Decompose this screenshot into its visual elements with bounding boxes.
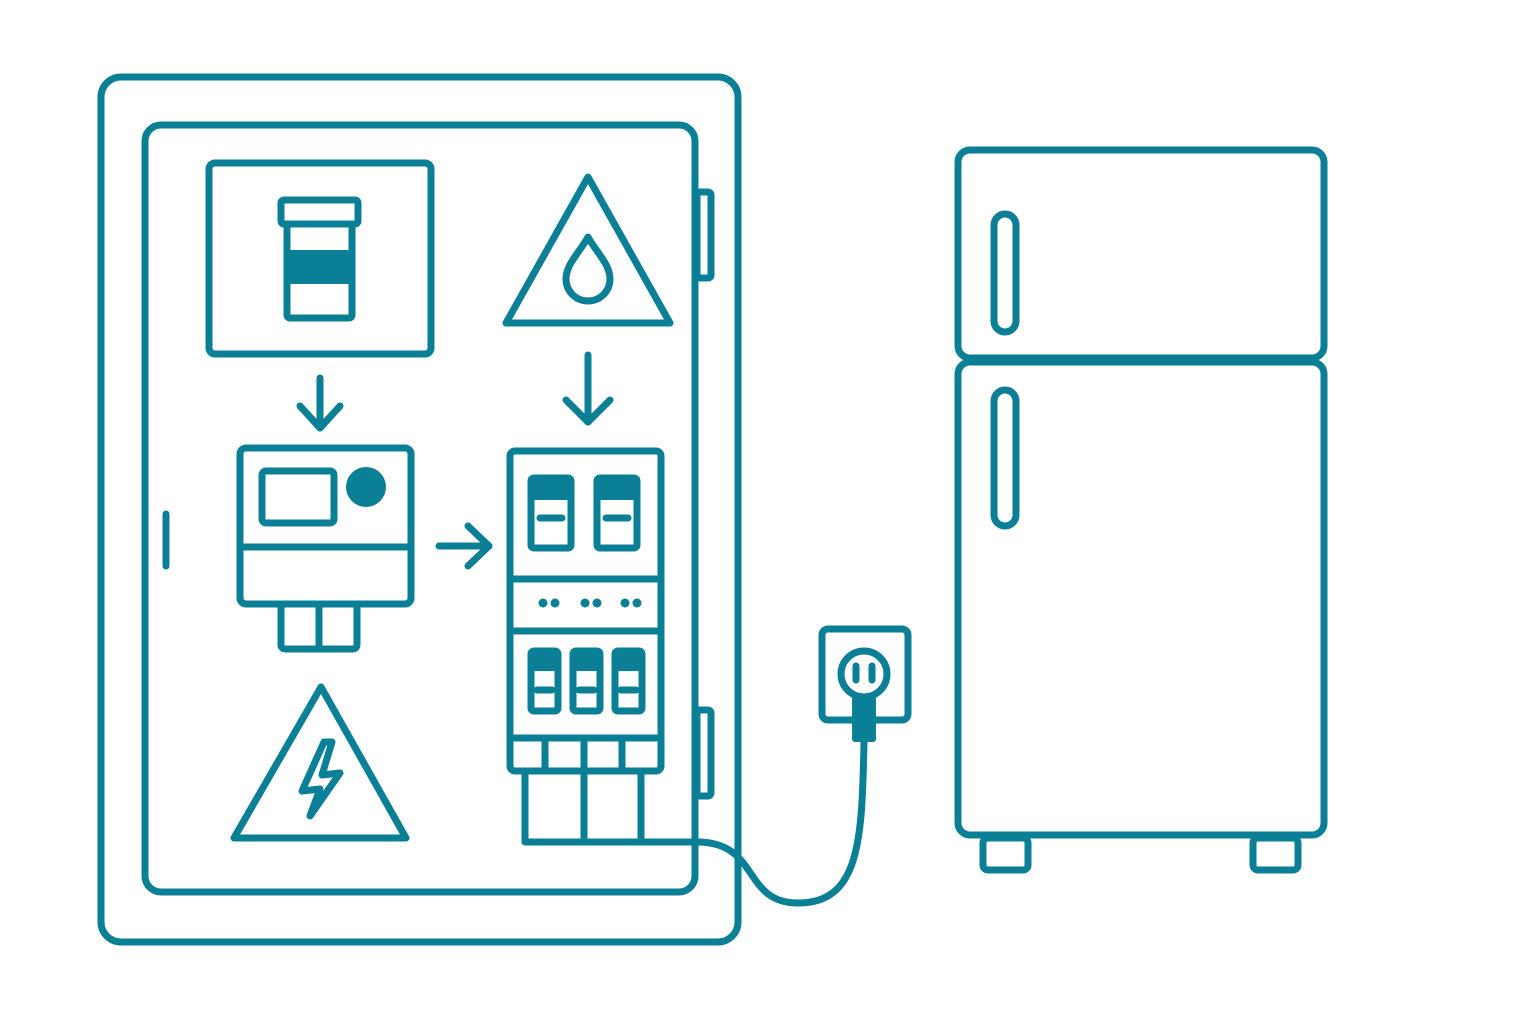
electric-meter-icon	[236, 444, 415, 653]
arrow-down-icon	[296, 374, 344, 432]
high-voltage-warning-icon	[230, 683, 410, 842]
circuit-breaker-panel-icon	[506, 447, 701, 846]
water-drop-warning-icon	[502, 173, 674, 327]
electrical-cabinet-icon	[97, 73, 742, 946]
power-plug-icon	[837, 647, 891, 742]
arrow-right-icon	[435, 522, 493, 570]
refrigerator-icon	[954, 146, 1328, 874]
medicine-jar-icon	[205, 159, 435, 358]
power-cable-icon	[693, 738, 868, 907]
arrow-down-icon	[562, 351, 614, 426]
